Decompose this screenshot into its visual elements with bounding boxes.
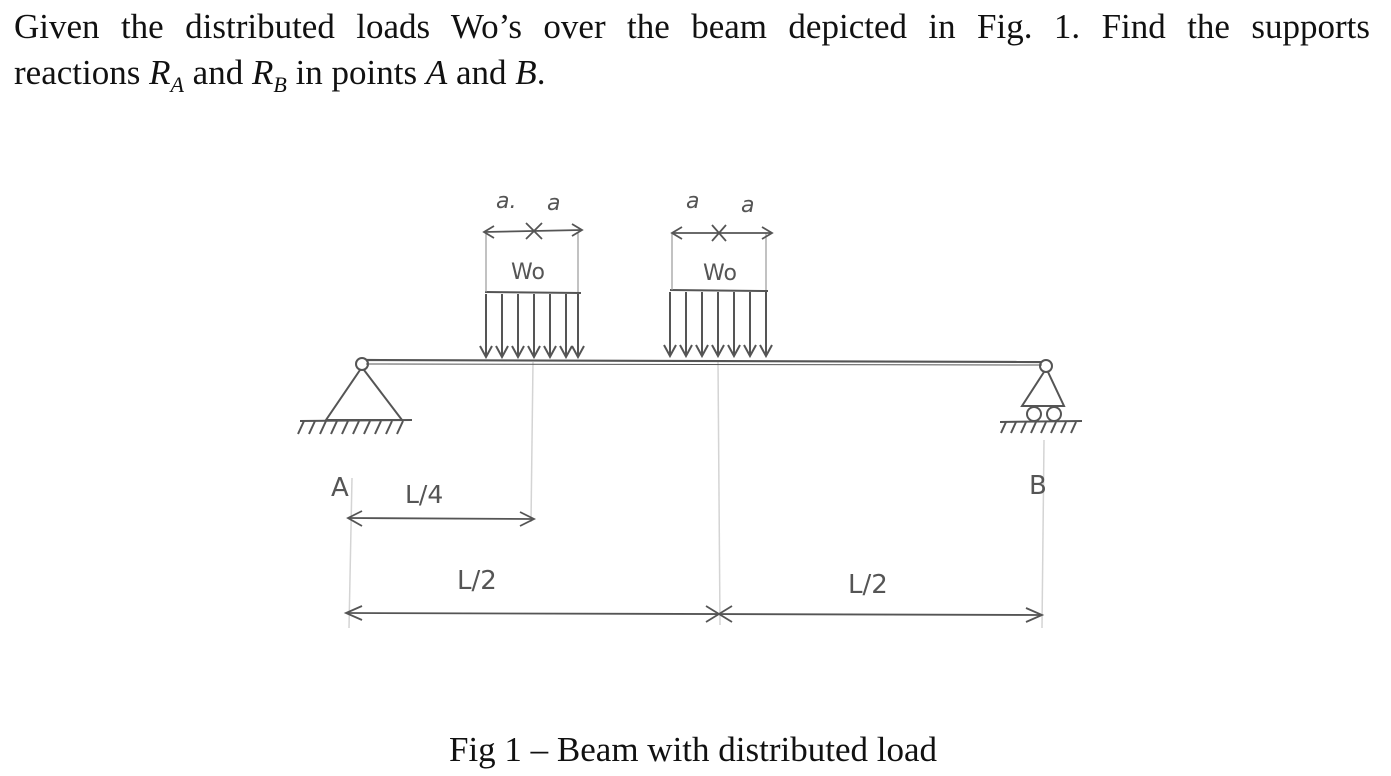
construction-lines bbox=[348, 361, 1045, 629]
reaction-rb: RB bbox=[251, 53, 287, 96]
load-width-dimensions bbox=[482, 222, 774, 242]
problem-text: and bbox=[447, 53, 516, 92]
distributed-load-1 bbox=[479, 233, 585, 360]
rb-symbol: R bbox=[251, 53, 274, 92]
support-a-pin bbox=[297, 357, 413, 435]
rb-subscript: B bbox=[273, 72, 287, 97]
load1-width-label-1: a. bbox=[496, 189, 516, 214]
dim-half-left-label: L/2 bbox=[457, 566, 497, 596]
support-a-label: A bbox=[331, 473, 349, 503]
support-b-label: B bbox=[1029, 471, 1047, 501]
reaction-ra: RA bbox=[149, 53, 184, 96]
problem-text: in points bbox=[286, 53, 426, 92]
problem-line-2: reactions RA and RB in points A and B. bbox=[14, 50, 1370, 96]
problem-text: and bbox=[183, 53, 252, 92]
problem-statement: Given the distributed loads Wo’s over th… bbox=[14, 4, 1370, 96]
point-a-text: A bbox=[425, 53, 448, 92]
load2-intensity-label: Wo bbox=[703, 261, 737, 286]
dim-half-right-label: L/2 bbox=[848, 570, 888, 600]
problem-line-1: Given the distributed loads Wo’s over th… bbox=[14, 7, 1370, 46]
load2-width-label-2: a bbox=[741, 193, 754, 218]
problem-text: . bbox=[536, 53, 546, 92]
distributed-load-2 bbox=[663, 233, 773, 359]
span-dimensions bbox=[343, 510, 1045, 623]
load2-width-label-1: a bbox=[686, 189, 699, 214]
ra-subscript: A bbox=[170, 72, 184, 97]
beam bbox=[365, 358, 1043, 366]
load1-width-label-2: a bbox=[547, 191, 560, 216]
problem-text: reactions bbox=[14, 53, 150, 92]
ra-symbol: R bbox=[149, 53, 171, 92]
point-b-text: B bbox=[515, 53, 537, 92]
dim-quarter-label: L/4 bbox=[405, 480, 443, 509]
support-b-roller bbox=[999, 359, 1083, 434]
load1-intensity-label: Wo bbox=[511, 260, 545, 285]
figure-caption: Fig 1 – Beam with distributed load bbox=[448, 730, 938, 769]
